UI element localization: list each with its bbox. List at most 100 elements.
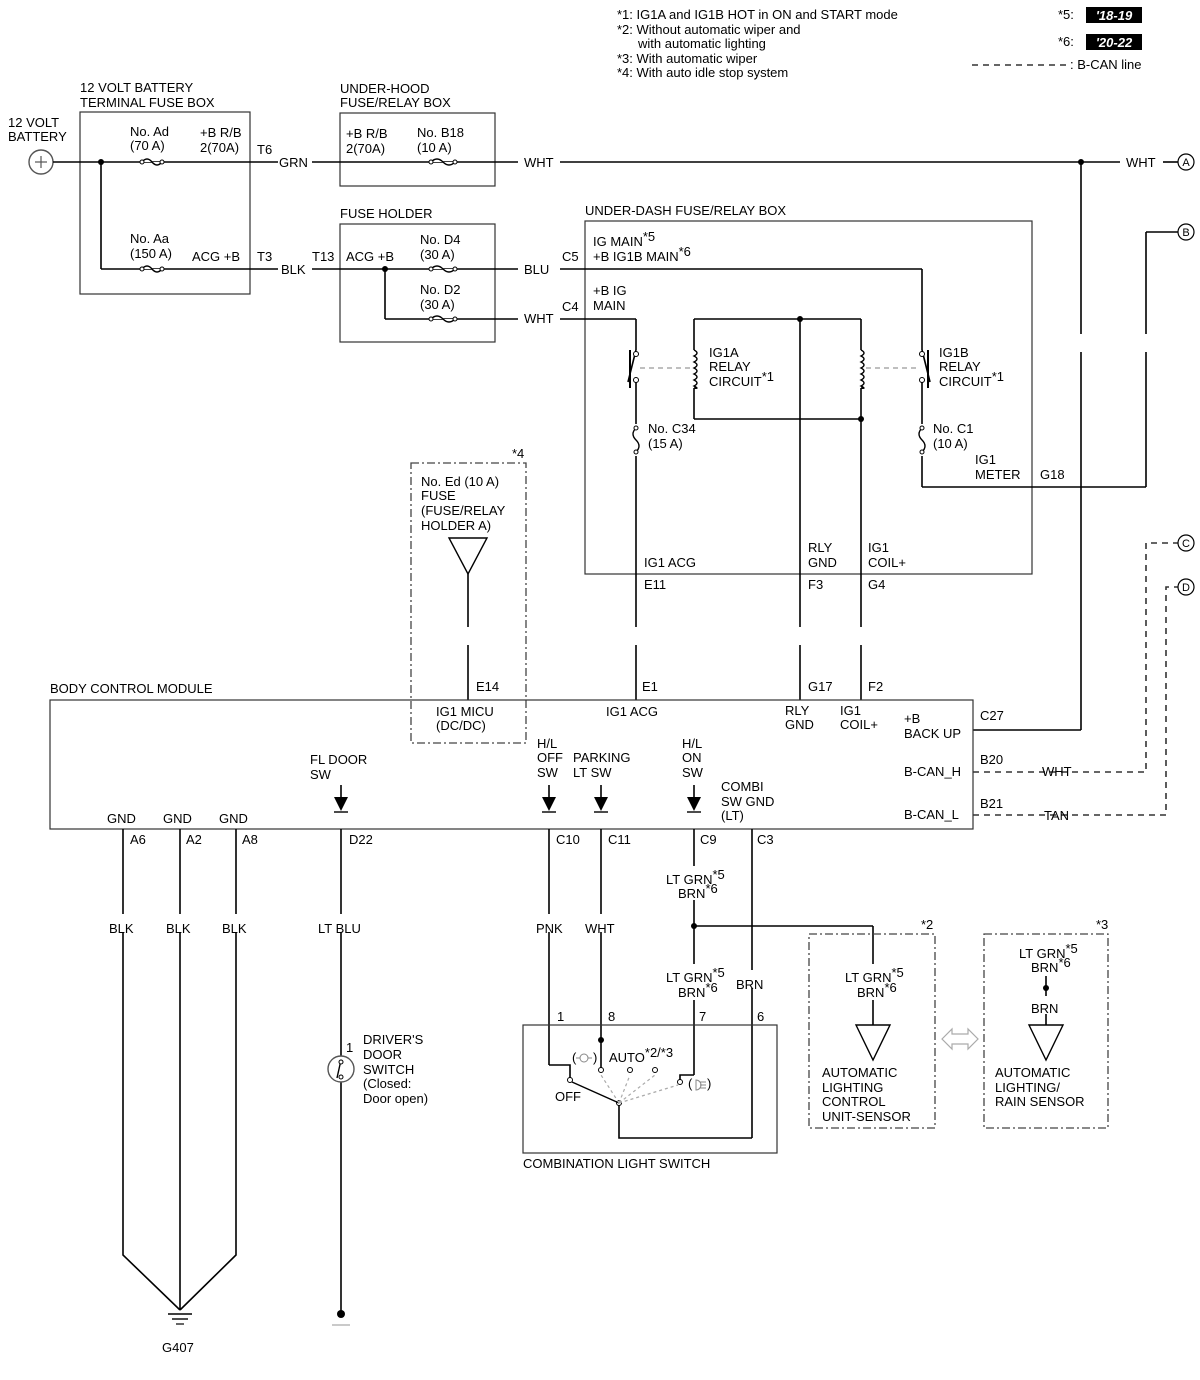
wire-label-wht-3: WHT bbox=[524, 311, 554, 326]
wires-bottom bbox=[122, 785, 1049, 1314]
out-acg-b-label: ACG +B bbox=[192, 249, 240, 264]
fuse-ed-source-triangle bbox=[447, 537, 489, 576]
fuse-holder-outline bbox=[339, 223, 496, 343]
combo-pin-6: 6 bbox=[757, 1009, 764, 1024]
fuse-aa-rating: (150 A) bbox=[130, 246, 172, 261]
fuse-d2-rating: (30 A) bbox=[420, 297, 455, 312]
rain-sensor-label-1: AUTOMATIC bbox=[995, 1065, 1070, 1080]
body-control-module: BODY CONTROL MODULE E14 E1 G17 F2 C27 B2… bbox=[49, 679, 1004, 847]
connector-d bbox=[1177, 578, 1195, 596]
pin-c4: C4 bbox=[562, 299, 579, 314]
terminal-fuse-box-title-1: 12 VOLT BATTERY bbox=[80, 80, 194, 95]
note-6-label: *6: bbox=[1058, 34, 1074, 49]
pin-t3: T3 bbox=[257, 249, 272, 264]
rain-sensor: *3 AUTOMATIC LIGHTING/ RAIN SENSOR bbox=[983, 917, 1109, 1129]
wire-label-wht-can: WHT bbox=[1042, 764, 1072, 779]
switch-lever bbox=[571, 1081, 620, 1104]
underhood-title-1: UNDER-HOOD bbox=[340, 81, 430, 96]
underdash-fuse-relay-box: UNDER-DASH FUSE/RELAY BOX C5 C4 IG MAIN*… bbox=[562, 203, 1065, 592]
pin-f3: F3 bbox=[808, 577, 823, 592]
wire-label-blk-1: BLK bbox=[281, 262, 306, 277]
rain-sensor-label-2: LIGHTING/ bbox=[995, 1080, 1060, 1095]
underhood-outline bbox=[339, 112, 496, 187]
hl-on-label-3: SW bbox=[682, 765, 704, 780]
ig1a-label-1: IG1A bbox=[709, 345, 739, 360]
relay-symbols bbox=[627, 349, 931, 389]
combi-sw-gnd-label-2: SW GND bbox=[721, 794, 774, 809]
pin-e1: E1 bbox=[642, 679, 658, 694]
wire-label-tan: TAN bbox=[1044, 808, 1069, 823]
pin-c11: C11 bbox=[608, 832, 631, 847]
automatic-lighting-control-unit: *2 AUTOMATIC LIGHTING CONTROL UNIT-SENSO… bbox=[808, 917, 936, 1129]
idle-stop-note: *4 bbox=[512, 446, 524, 461]
pin-a6: A6 bbox=[130, 832, 146, 847]
combo-pin-7: 7 bbox=[699, 1009, 706, 1024]
connector-a-label: A bbox=[1182, 157, 1190, 169]
fuse-d2-label: No. D2 bbox=[420, 282, 460, 297]
door-switch-label-2: DOOR bbox=[363, 1047, 402, 1062]
b-ig-main-label-1: +B IG bbox=[593, 283, 627, 298]
door-switch-symbol bbox=[327, 1055, 355, 1083]
auto-light-triangle bbox=[854, 1024, 892, 1062]
ig1a-label-3: CIRCUIT*1 bbox=[709, 369, 774, 389]
ig1-micu-label-2: (DC/DC) bbox=[436, 718, 486, 733]
wire-label-pnk: PNK bbox=[536, 921, 563, 936]
bcm-ig1-coil-label-1: IG1 bbox=[840, 703, 861, 718]
fuse-ed-label: No. Ed (10 A) bbox=[421, 474, 499, 489]
ig1-coil-label-2: COIL+ bbox=[868, 555, 906, 570]
auto-light-label-1: AUTOMATIC bbox=[822, 1065, 897, 1080]
headlight-paren-open: ( bbox=[688, 1076, 693, 1091]
door-switch-label-1: DRIVER'S bbox=[363, 1032, 424, 1047]
note-6-years: '20-22 bbox=[1096, 35, 1133, 50]
fuse-d4-label: No. D4 bbox=[420, 232, 460, 247]
wire-label-brn-c3: BRN bbox=[736, 977, 763, 992]
bcm-ig1-coil-label-2: COIL+ bbox=[840, 717, 878, 732]
combo-pin-1: 1 bbox=[557, 1009, 564, 1024]
hl-on-input-arrow bbox=[687, 797, 701, 811]
pin-f2: F2 bbox=[868, 679, 883, 694]
hl-off-label-1: H/L bbox=[537, 736, 557, 751]
rain-sensor-label-3: RAIN SENSOR bbox=[995, 1094, 1085, 1109]
idle-stop-outline bbox=[410, 462, 527, 744]
fuse-c1-label: No. C1 bbox=[933, 421, 973, 436]
headlight-paren-close: ) bbox=[707, 1076, 711, 1091]
pin-c27: C27 bbox=[980, 708, 1004, 723]
combo-switch-outline bbox=[522, 1024, 778, 1154]
headlight-icon bbox=[695, 1079, 706, 1091]
door-switch-pin: 1 bbox=[346, 1040, 353, 1055]
connector-d-label: D bbox=[1182, 582, 1190, 594]
wire-label-brn-6: BRN bbox=[1031, 1001, 1058, 1016]
bcm-rly-gnd-label-1: RLY bbox=[785, 703, 810, 718]
can-line-legend-text: : B-CAN line bbox=[1070, 57, 1142, 72]
pin-g18: G18 bbox=[1040, 467, 1065, 482]
pin-b21: B21 bbox=[980, 796, 1003, 811]
note-5-label: *5: bbox=[1058, 7, 1074, 22]
hl-off-label-2: OFF bbox=[537, 750, 563, 765]
gnd-label-a6: GND bbox=[107, 811, 136, 826]
connector-b-label: B bbox=[1182, 227, 1189, 239]
battery: 12 VOLT BATTERY bbox=[8, 115, 67, 175]
wire-labels-bottom: BLK BLK BLK LT BLU PNK WHT LT GRN*5 BRN*… bbox=[109, 867, 1078, 1016]
fuse-d4-rating: (30 A) bbox=[420, 247, 455, 262]
ig1b-label-1: IG1B bbox=[939, 345, 969, 360]
wire-label-lt-grn-2: LT GRN*5 bbox=[666, 965, 725, 985]
wire-label-blu: BLU bbox=[524, 262, 549, 277]
parking-input-arrow bbox=[594, 797, 608, 811]
fuse-c1-rating: (10 A) bbox=[933, 436, 968, 451]
terminal-fuse-box-title-2: TERMINAL FUSE BOX bbox=[80, 95, 215, 110]
pin-c5: C5 bbox=[562, 249, 579, 264]
ig1b-label-3: CIRCUIT*1 bbox=[939, 369, 1004, 389]
bcm-ig1-acg-label: IG1 ACG bbox=[606, 704, 658, 719]
ig1-meter-label-2: METER bbox=[975, 467, 1021, 482]
pin-a2: A2 bbox=[186, 832, 202, 847]
ig1-acg-label: IG1 ACG bbox=[644, 555, 696, 570]
off-page-connectors: A B C D bbox=[1177, 153, 1195, 596]
ig1-micu-label-1: IG1 MICU bbox=[436, 704, 494, 719]
off-label: OFF bbox=[555, 1089, 581, 1104]
fuse-ed-line-2: FUSE bbox=[421, 488, 456, 503]
fuse-aa-label: No. Aa bbox=[130, 231, 170, 246]
wire-label-brn-2: BRN*6 bbox=[678, 881, 718, 901]
either-or-arrow bbox=[941, 1027, 979, 1051]
underhood-input-rating: 2(70A) bbox=[346, 141, 385, 156]
